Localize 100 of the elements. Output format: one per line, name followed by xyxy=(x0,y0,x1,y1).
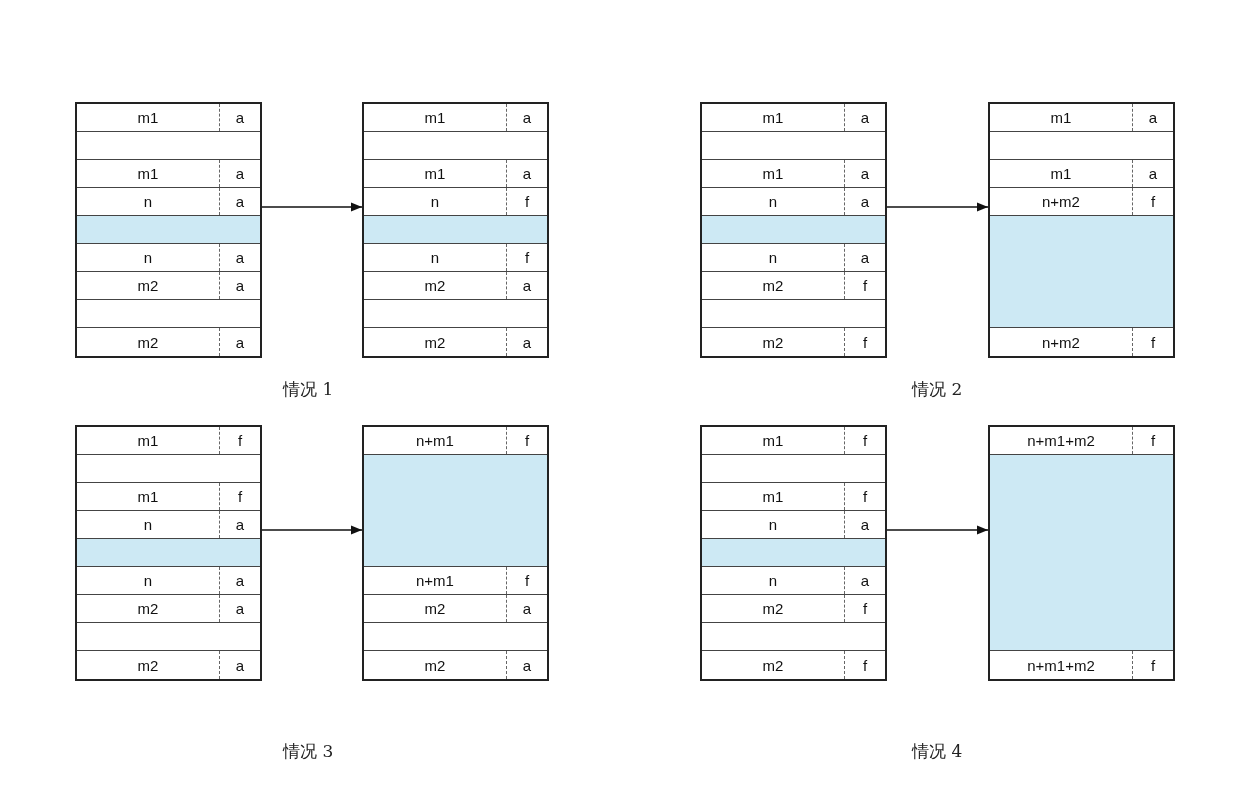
size-label: m1 xyxy=(1049,164,1073,184)
size-label: m2 xyxy=(136,599,160,619)
size-label: m1 xyxy=(136,431,160,451)
size-label: m2 xyxy=(423,599,447,619)
size-label: n+m2 xyxy=(1041,192,1081,212)
size-label: m1 xyxy=(761,108,785,128)
size-label: n xyxy=(142,192,154,212)
case-caption: 情况 1 xyxy=(283,378,334,401)
payload-area xyxy=(364,216,547,244)
case-caption: 情况 3 xyxy=(283,740,334,763)
status-label: a xyxy=(219,567,260,594)
payload-area xyxy=(990,455,1173,651)
size-label: m2 xyxy=(136,332,160,353)
size-label: n xyxy=(767,248,779,268)
block-tag-row xyxy=(702,244,885,272)
block-tag-row xyxy=(77,160,260,188)
size-label: n+m1+m2 xyxy=(1026,431,1096,451)
status-label: a xyxy=(506,104,547,131)
status-label: f xyxy=(1132,427,1173,454)
status-label: f xyxy=(844,328,885,356)
block-tag-row xyxy=(364,567,547,595)
status-label: a xyxy=(506,160,547,187)
status-label: f xyxy=(506,188,547,215)
status-label: a xyxy=(1132,104,1173,131)
size-label: m1 xyxy=(1049,108,1073,128)
size-label: n xyxy=(142,248,154,268)
status-label: f xyxy=(219,427,260,454)
status-label: f xyxy=(844,483,885,510)
size-label: n xyxy=(142,571,154,591)
block-tag-row xyxy=(364,160,547,188)
size-label: m2 xyxy=(761,599,785,619)
size-label: m2 xyxy=(136,655,160,676)
size-label: m1 xyxy=(136,108,160,128)
arrow xyxy=(261,525,363,535)
size-label: n xyxy=(767,515,779,535)
status-label: a xyxy=(1132,160,1173,187)
payload-area xyxy=(77,216,260,244)
status-label: f xyxy=(844,651,885,679)
arrow xyxy=(886,525,989,535)
block-tag-row xyxy=(77,483,260,511)
size-label: m2 xyxy=(423,276,447,296)
size-label: m2 xyxy=(761,655,785,676)
size-label: m2 xyxy=(761,276,785,296)
payload-area xyxy=(990,216,1173,328)
heap-block-stack xyxy=(700,425,887,681)
status-label: a xyxy=(844,567,885,594)
case-caption: 情况 2 xyxy=(912,378,963,401)
size-label: m1 xyxy=(761,487,785,507)
status-label: a xyxy=(506,651,547,679)
block-tag-row xyxy=(990,160,1173,188)
size-label: n xyxy=(767,192,779,212)
size-label: m2 xyxy=(423,655,447,676)
heap-block-stack xyxy=(700,102,887,358)
status-label: f xyxy=(844,595,885,622)
size-label: n+m2 xyxy=(1041,332,1081,353)
status-label: f xyxy=(506,244,547,271)
payload-area xyxy=(77,539,260,567)
status-label: a xyxy=(844,188,885,215)
arrow xyxy=(261,202,363,212)
status-label: a xyxy=(844,160,885,187)
block-tag-row xyxy=(77,244,260,272)
status-label: a xyxy=(219,244,260,271)
size-label: m2 xyxy=(761,332,785,353)
heap-block-stack xyxy=(75,425,262,681)
arrow xyxy=(886,202,989,212)
status-label: f xyxy=(506,567,547,594)
size-label: n+m1 xyxy=(415,431,455,451)
status-label: f xyxy=(219,483,260,510)
status-label: f xyxy=(844,272,885,299)
status-label: a xyxy=(506,272,547,299)
size-label: n xyxy=(429,248,441,268)
size-label: n xyxy=(429,192,441,212)
status-label: a xyxy=(219,328,260,356)
status-label: a xyxy=(219,160,260,187)
size-label: m2 xyxy=(136,276,160,296)
size-label: m1 xyxy=(423,108,447,128)
status-label: a xyxy=(219,595,260,622)
size-label: m1 xyxy=(136,164,160,184)
status-label: a xyxy=(844,104,885,131)
payload-area xyxy=(364,455,547,567)
status-label: a xyxy=(506,595,547,622)
status-label: f xyxy=(844,427,885,454)
status-label: a xyxy=(219,651,260,679)
status-label: a xyxy=(219,104,260,131)
size-label: n xyxy=(142,515,154,535)
status-label: a xyxy=(506,328,547,356)
size-label: m1 xyxy=(761,164,785,184)
status-label: a xyxy=(219,272,260,299)
block-tag-row xyxy=(702,483,885,511)
heap-block-stack xyxy=(988,102,1175,358)
status-label: f xyxy=(1132,651,1173,679)
block-tag-row xyxy=(702,160,885,188)
block-tag-row xyxy=(702,567,885,595)
status-label: a xyxy=(219,188,260,215)
status-label: f xyxy=(506,427,547,454)
size-label: m1 xyxy=(423,164,447,184)
size-label: m2 xyxy=(423,332,447,353)
size-label: m1 xyxy=(136,487,160,507)
heap-block-stack xyxy=(362,425,549,681)
size-label: n+m1+m2 xyxy=(1026,655,1096,676)
